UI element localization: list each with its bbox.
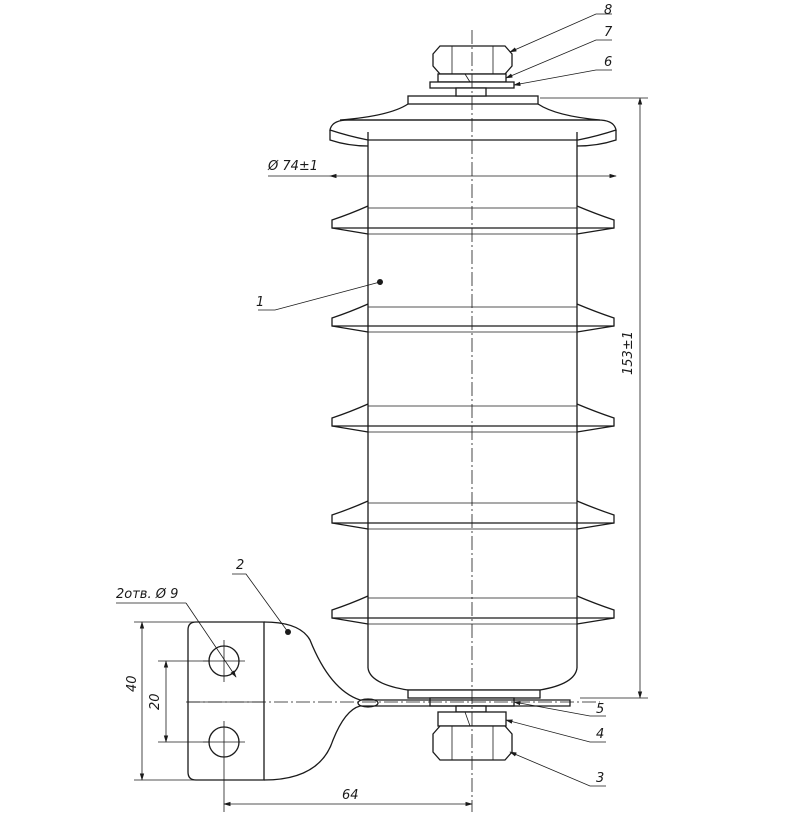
callout-4: 4 xyxy=(505,719,606,743)
dimension-offset: 64 xyxy=(223,763,473,812)
callout-1: 1 xyxy=(256,279,383,311)
callout-6: 6 xyxy=(513,55,612,86)
offset-label: 64 xyxy=(342,788,359,803)
svg-text:7: 7 xyxy=(604,25,613,40)
svg-text:8: 8 xyxy=(604,3,612,18)
callout-5: 5 xyxy=(513,701,606,717)
callout-2: 2 xyxy=(232,558,291,635)
dimension-bracket-height: 40 xyxy=(125,621,196,781)
shed-4 xyxy=(331,403,615,504)
svg-text:2: 2 xyxy=(236,558,244,573)
svg-text:5: 5 xyxy=(596,702,604,717)
svg-text:1: 1 xyxy=(256,295,264,310)
dimension-diameter: Ø 74±1 xyxy=(267,159,617,179)
holes-label: 2отв. Ø 9 xyxy=(116,587,178,602)
shed-5 xyxy=(331,500,615,599)
svg-text:4: 4 xyxy=(596,727,604,742)
dimension-height: 153±1 xyxy=(540,97,648,699)
diameter-label: Ø 74±1 xyxy=(267,159,318,174)
callout-7: 7 xyxy=(505,25,613,79)
bracket-height-label: 40 xyxy=(125,675,140,692)
svg-text:3: 3 xyxy=(596,771,604,786)
height-label: 153±1 xyxy=(621,331,636,375)
callout-8: 8 xyxy=(509,3,612,53)
dimension-hole-spacing: 20 xyxy=(148,660,210,743)
svg-text:6: 6 xyxy=(604,55,612,70)
shed-3 xyxy=(331,303,615,407)
shed-6 xyxy=(331,595,615,625)
shed-1 xyxy=(329,119,617,209)
callout-3: 3 xyxy=(509,751,606,787)
dimension-holes: 2отв. Ø 9 xyxy=(116,587,237,678)
shed-group xyxy=(329,119,617,625)
shed-2 xyxy=(331,205,615,308)
hole-spacing-label: 20 xyxy=(148,693,163,710)
insulator-body xyxy=(339,95,601,699)
